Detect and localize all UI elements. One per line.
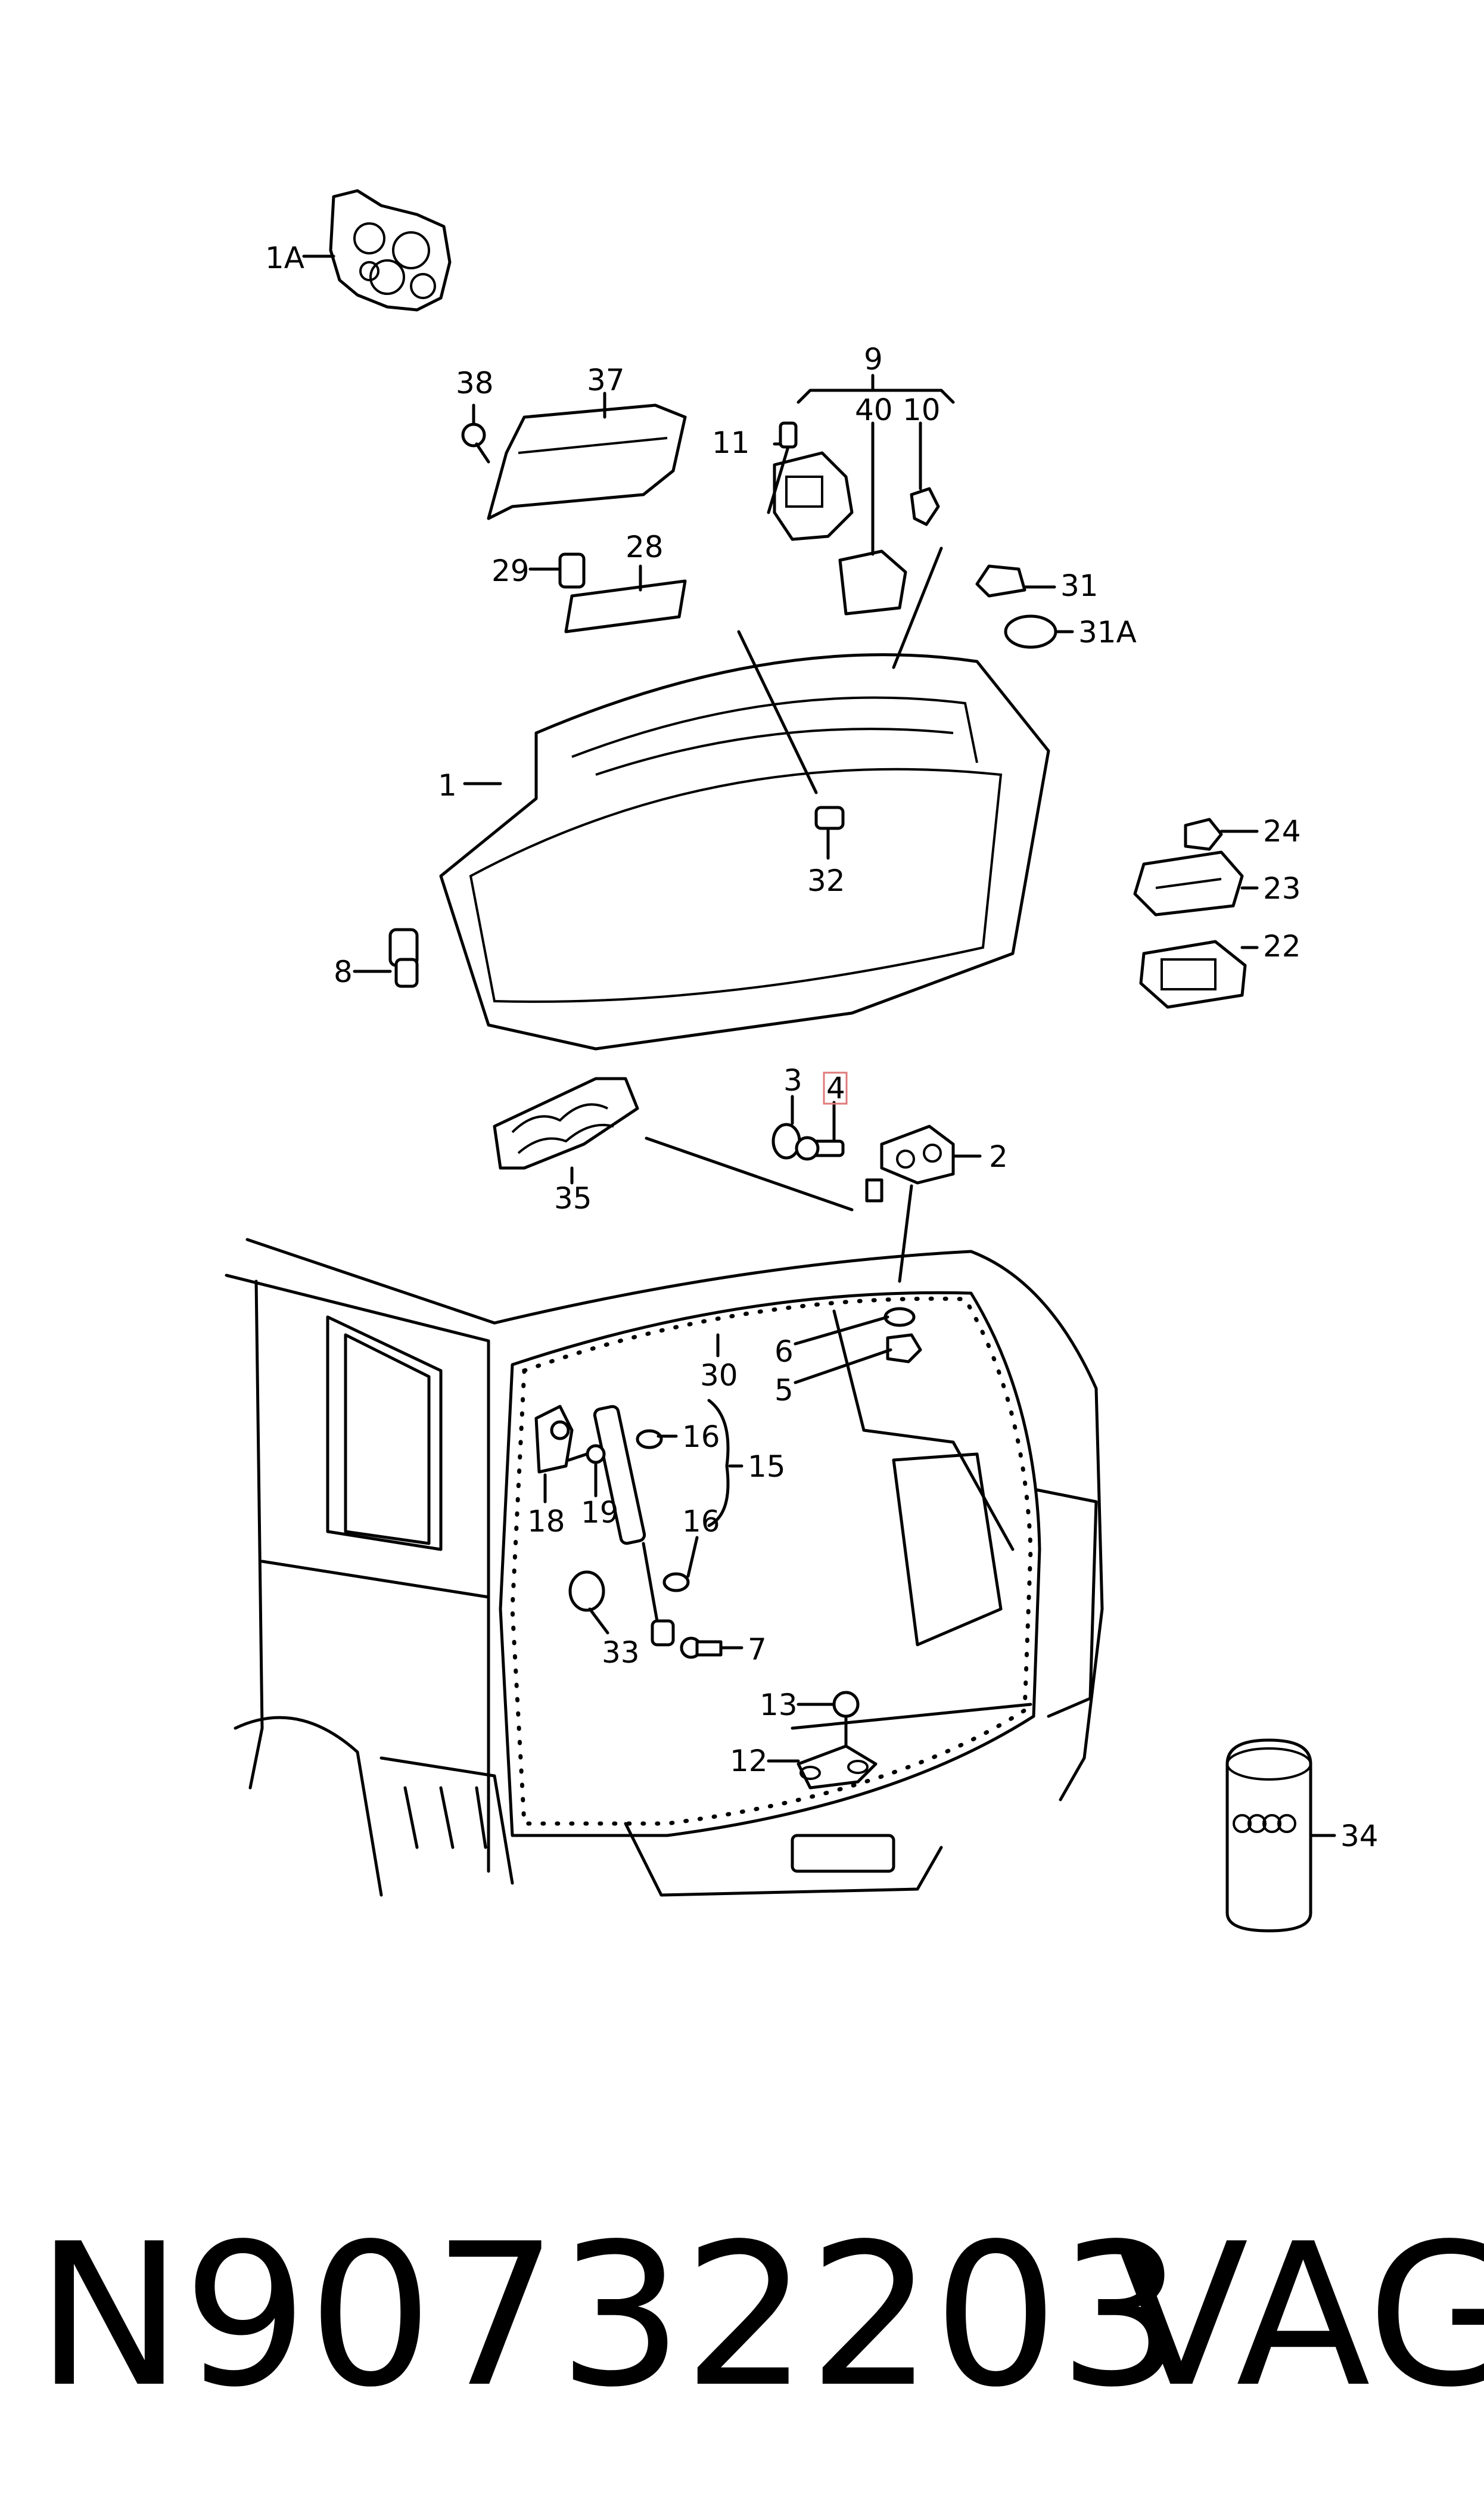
- callout-8: 8: [334, 955, 353, 989]
- callout-15: 15: [748, 1449, 786, 1484]
- part-24-nut: [1184, 818, 1223, 851]
- callout-7: 7: [748, 1632, 767, 1667]
- part-2-hinge: [865, 1125, 955, 1203]
- part-35-seal: [493, 1077, 639, 1170]
- highlight-box-4: [823, 1071, 848, 1105]
- part-15-strut: [593, 1405, 675, 1647]
- callout-9: 9: [864, 342, 883, 377]
- callout-31: 31: [1060, 569, 1099, 603]
- part-18-bracket: [534, 1405, 574, 1474]
- callout-40: 40: [855, 393, 893, 427]
- callout-11: 11: [712, 425, 750, 460]
- callout-2: 2: [989, 1139, 1008, 1174]
- part-5-nut: [886, 1333, 922, 1363]
- part-34-can: [1225, 1738, 1312, 1933]
- part-28-label: [564, 579, 687, 633]
- callout-24: 24: [1263, 814, 1301, 849]
- part-38-screw: [461, 423, 490, 464]
- callout-6: 6: [774, 1334, 794, 1369]
- part-16-ball-socket-upper: [636, 1429, 663, 1449]
- car-body: [225, 1238, 1104, 1897]
- part-22-switch: [1139, 940, 1247, 1009]
- footer-brand: VAG: [1114, 2201, 1484, 2430]
- part-11-bolt: [767, 421, 798, 514]
- callout-4: 4: [826, 1071, 845, 1105]
- part-29-clip: [558, 552, 586, 589]
- part-9-lock: [773, 451, 854, 541]
- part-8-bumper: [388, 928, 419, 988]
- callout-23: 23: [1263, 871, 1301, 906]
- callout-38: 38: [456, 366, 494, 400]
- part-16-ball-socket-lower: [662, 1572, 690, 1592]
- callout-22: 22: [1263, 929, 1301, 964]
- callout-19: 19: [581, 1495, 619, 1530]
- part-19-screw: [567, 1444, 606, 1464]
- part-1-tailgate: [439, 653, 1050, 1051]
- part-37-trim: [487, 403, 687, 520]
- callout-13: 13: [760, 1688, 798, 1722]
- part-33-grommet: [568, 1570, 605, 1612]
- part-4-bolt: [795, 1136, 845, 1161]
- part-1a-kit: [329, 189, 452, 312]
- callout-18: 18: [527, 1504, 565, 1539]
- part-10-clip: [910, 487, 940, 526]
- callout-12: 12: [730, 1744, 768, 1778]
- part-32-grommet: [814, 806, 845, 830]
- part-12-striker: [797, 1744, 878, 1790]
- callout-1: 1: [438, 768, 457, 803]
- callout-16-upper: 16: [682, 1420, 720, 1454]
- part-7-ball-stud: [680, 1636, 723, 1659]
- part-3-washer: [771, 1123, 801, 1160]
- part-40-actuator: [838, 549, 907, 616]
- callout-35: 35: [554, 1181, 592, 1216]
- callout-34: 34: [1340, 1819, 1379, 1853]
- callout-5: 5: [774, 1373, 794, 1408]
- callout-32: 32: [807, 864, 845, 898]
- callout-37: 37: [587, 363, 625, 397]
- callout-28: 28: [626, 530, 664, 564]
- callout-29: 29: [491, 554, 530, 588]
- callout-labels: 1A 38 37 9 40 10 11 29 28 31 31A 1 32 24…: [265, 241, 1379, 1853]
- part-23-handle: [1133, 850, 1244, 917]
- callout-10: 10: [903, 393, 941, 427]
- part-6-washer: [883, 1307, 916, 1327]
- part-31a-seal: [1004, 614, 1057, 649]
- callout-33: 33: [602, 1635, 640, 1670]
- callout-16-lower: 16: [682, 1504, 720, 1539]
- part-13-screw: [832, 1691, 860, 1748]
- part-31-cap: [975, 564, 1026, 598]
- callout-31a: 31A: [1078, 615, 1137, 650]
- callout-1a: 1A: [265, 241, 304, 275]
- callout-30: 30: [700, 1358, 738, 1393]
- footer-part-number: N90732203: [36, 2201, 1184, 2430]
- callout-3: 3: [783, 1063, 802, 1098]
- leader-lines: [353, 392, 1336, 1837]
